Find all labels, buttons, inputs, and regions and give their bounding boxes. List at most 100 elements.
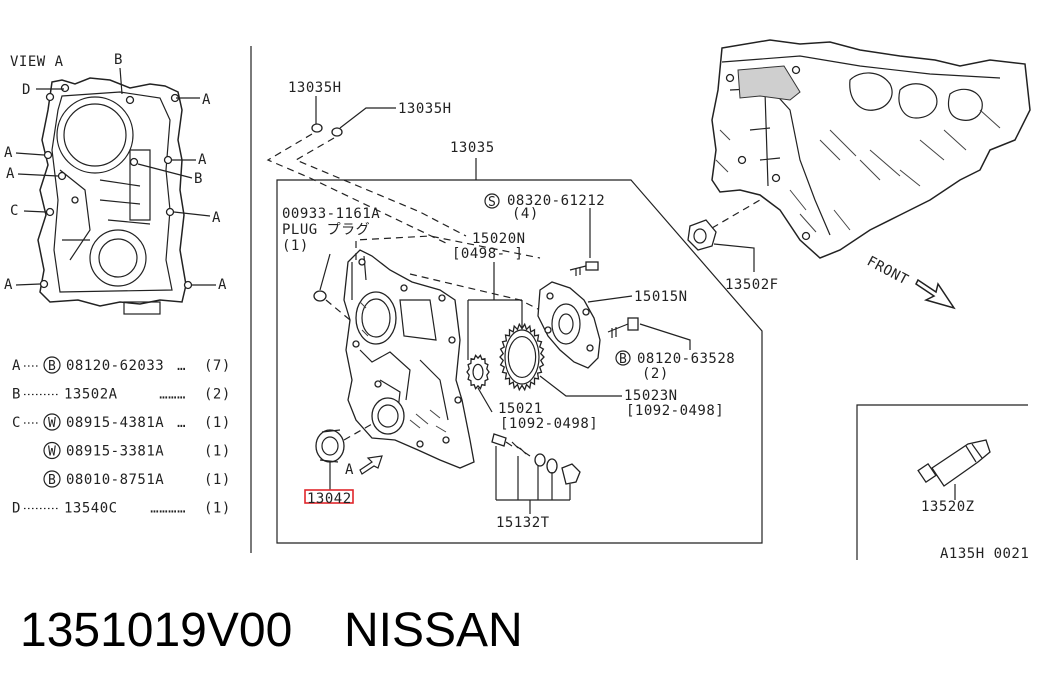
footer-part-number: 1351019V00 [20,604,292,657]
legend-row: B 13502A ……… (2) [12,387,231,403]
label-00933: 00933-1161A [282,206,380,222]
legend-key: B [12,387,21,403]
block-cylinders [849,72,983,121]
view-a-letter: D [22,82,31,98]
view-a-rib-3 [59,169,91,261]
sealant-tube-13520z [917,439,991,487]
legend-part-number: 08120-62033 [66,358,164,374]
legend-qty: (1) [204,472,231,488]
view-a-letter: C [10,203,19,219]
view-a-letter: A [4,145,13,161]
view-a-rib-2 [99,179,151,225]
label-15021-range: [1092-0498] [500,416,598,432]
front-label: FRONT [864,253,911,288]
sealant-box-border [856,404,1028,560]
bolt-08120 [607,317,639,338]
legend-circle-icon [43,470,61,488]
label-08120-qty: (2) [642,366,669,382]
legend-part-number: 13502A [64,387,118,403]
label-13035h: 13035H [288,80,342,96]
view-a-water-pump-inner [63,103,127,167]
guide-seal [343,423,373,441]
legend-key: C [12,415,21,431]
legend-circle-icon [43,441,61,460]
view-a-letter: A [4,277,13,293]
highlight-box [304,489,354,504]
b-circle-icon [615,350,631,366]
legend-circle-letter: W [48,416,56,431]
label-13502f: 13502F [725,277,779,293]
b-circle-letter: B [619,352,627,367]
label-15020n: 15020N [472,231,526,247]
label-15020n-range: [0498- ] [452,246,523,262]
block-bolt-holes [725,65,811,241]
gear-15023n [499,322,545,392]
legend-row: W 08915-3381A (1) [43,441,231,460]
dowel-13502f [687,199,761,251]
sealant-panel: 13520Z [856,404,1028,560]
s-circle-icon [484,193,500,209]
view-a-letter: A [218,277,227,293]
block-face-shading [737,65,801,101]
view-a-cover-outline [37,77,187,307]
legend-key: D [12,501,21,517]
view-a-cover-inner [51,91,173,293]
label-08320-qty: (4) [512,206,539,222]
label-13035: 13035 [450,140,495,156]
view-a-letter: A [6,166,15,182]
legend-circle-letter: B [48,473,56,488]
label-15015n: 15015N [634,289,688,305]
view-a-letter: A [198,152,207,168]
label-13035h: 13035H [398,101,452,117]
block-hatching [715,109,1001,233]
view-a-oil-pan-flange [123,301,161,315]
assembly-box [276,179,763,544]
legend-dots: … [177,358,186,374]
o-ring-13035h-a [311,123,323,133]
cover-shading [359,301,447,433]
cover-seal-inner [377,404,399,428]
legend-dots: ………… [150,501,186,517]
legend-circle-letter: W [48,445,56,460]
legend-part-number: 08915-3381A [66,444,164,460]
label-15023n-range: [1092-0498] [626,403,724,419]
view-a-marker: A [345,462,354,478]
label-15021: 15021 [498,401,543,417]
o-ring-13035h-b [331,127,343,137]
view-a-callouts: B D A A A A B C A A A [4,52,227,293]
front-arrow-icon [915,278,956,310]
view-a-bolt-holes [39,83,193,290]
legend-circle-icon [43,356,61,374]
view-a-crank-seal-bore [89,229,147,287]
cover-pump-inner [361,298,391,338]
view-a-water-pump-bore [56,96,134,174]
block-deck [721,55,1001,236]
view-a-letter: B [114,52,123,68]
label-08120: 08120-63528 [637,351,735,367]
view-a-letter: A [202,92,211,108]
gear-15021 [466,354,490,390]
pump-housing-15015n [537,281,601,369]
legend-circle-letter: B [48,359,56,374]
relief-valve-15132t [491,433,581,485]
view-a-title: VIEW A [10,54,64,70]
legend-part-number: 13540C [64,501,118,517]
legend-dots: ……… [159,387,186,403]
label-08320: 08320-61212 [507,193,605,209]
legend-qty: (2) [204,387,231,403]
legend-qty: (1) [204,444,231,460]
view-a-letter: A [212,210,221,226]
footer-brand: NISSAN [344,604,523,657]
legend-circle-icon [43,413,61,431]
cover-seal-bore [371,397,405,435]
bolt-08320 [569,261,599,276]
guide-o-rings [266,133,467,246]
cover-bolt-bosses [352,258,462,448]
label-15132t: 15132T [496,515,550,531]
s-circle-letter: S [488,195,496,210]
